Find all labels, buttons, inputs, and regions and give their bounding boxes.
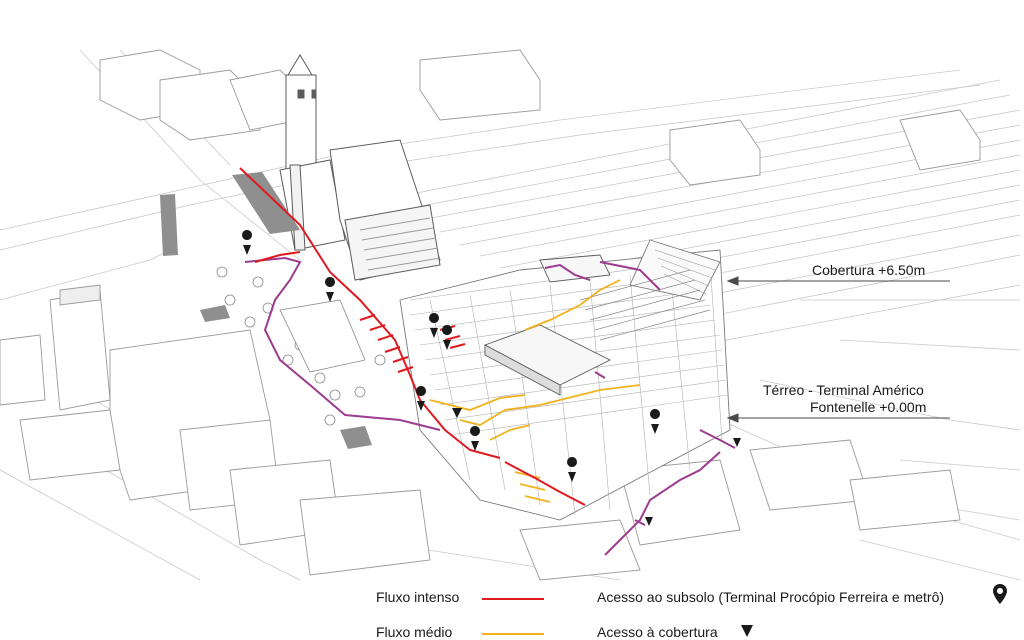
legend-intense-swatch bbox=[482, 598, 544, 600]
legend-intense-label: Fluxo intenso bbox=[376, 589, 459, 605]
legend-underground-label: Acesso ao subsolo (Terminal Procópio Fer… bbox=[597, 589, 944, 605]
roof-callout-arrow bbox=[728, 277, 738, 285]
ground-level-label-line2: Fontenelle +0.00m bbox=[810, 399, 926, 415]
legend-medium-label: Fluxo médio bbox=[376, 624, 452, 640]
legend-medium-swatch bbox=[482, 633, 544, 635]
ground-level-label-line1: Térreo - Terminal Américo bbox=[763, 382, 924, 398]
roof-level-label: Cobertura +6.50m bbox=[812, 262, 925, 278]
map-pin-icon bbox=[325, 277, 335, 302]
map-pin-icon bbox=[242, 230, 252, 255]
map-pin-icon bbox=[993, 584, 1007, 604]
tower bbox=[280, 55, 440, 280]
down-triangle-icon bbox=[733, 438, 741, 447]
down-triangle-icon bbox=[741, 625, 753, 637]
legend-roof-access-label: Acesso à cobertura bbox=[597, 624, 718, 640]
